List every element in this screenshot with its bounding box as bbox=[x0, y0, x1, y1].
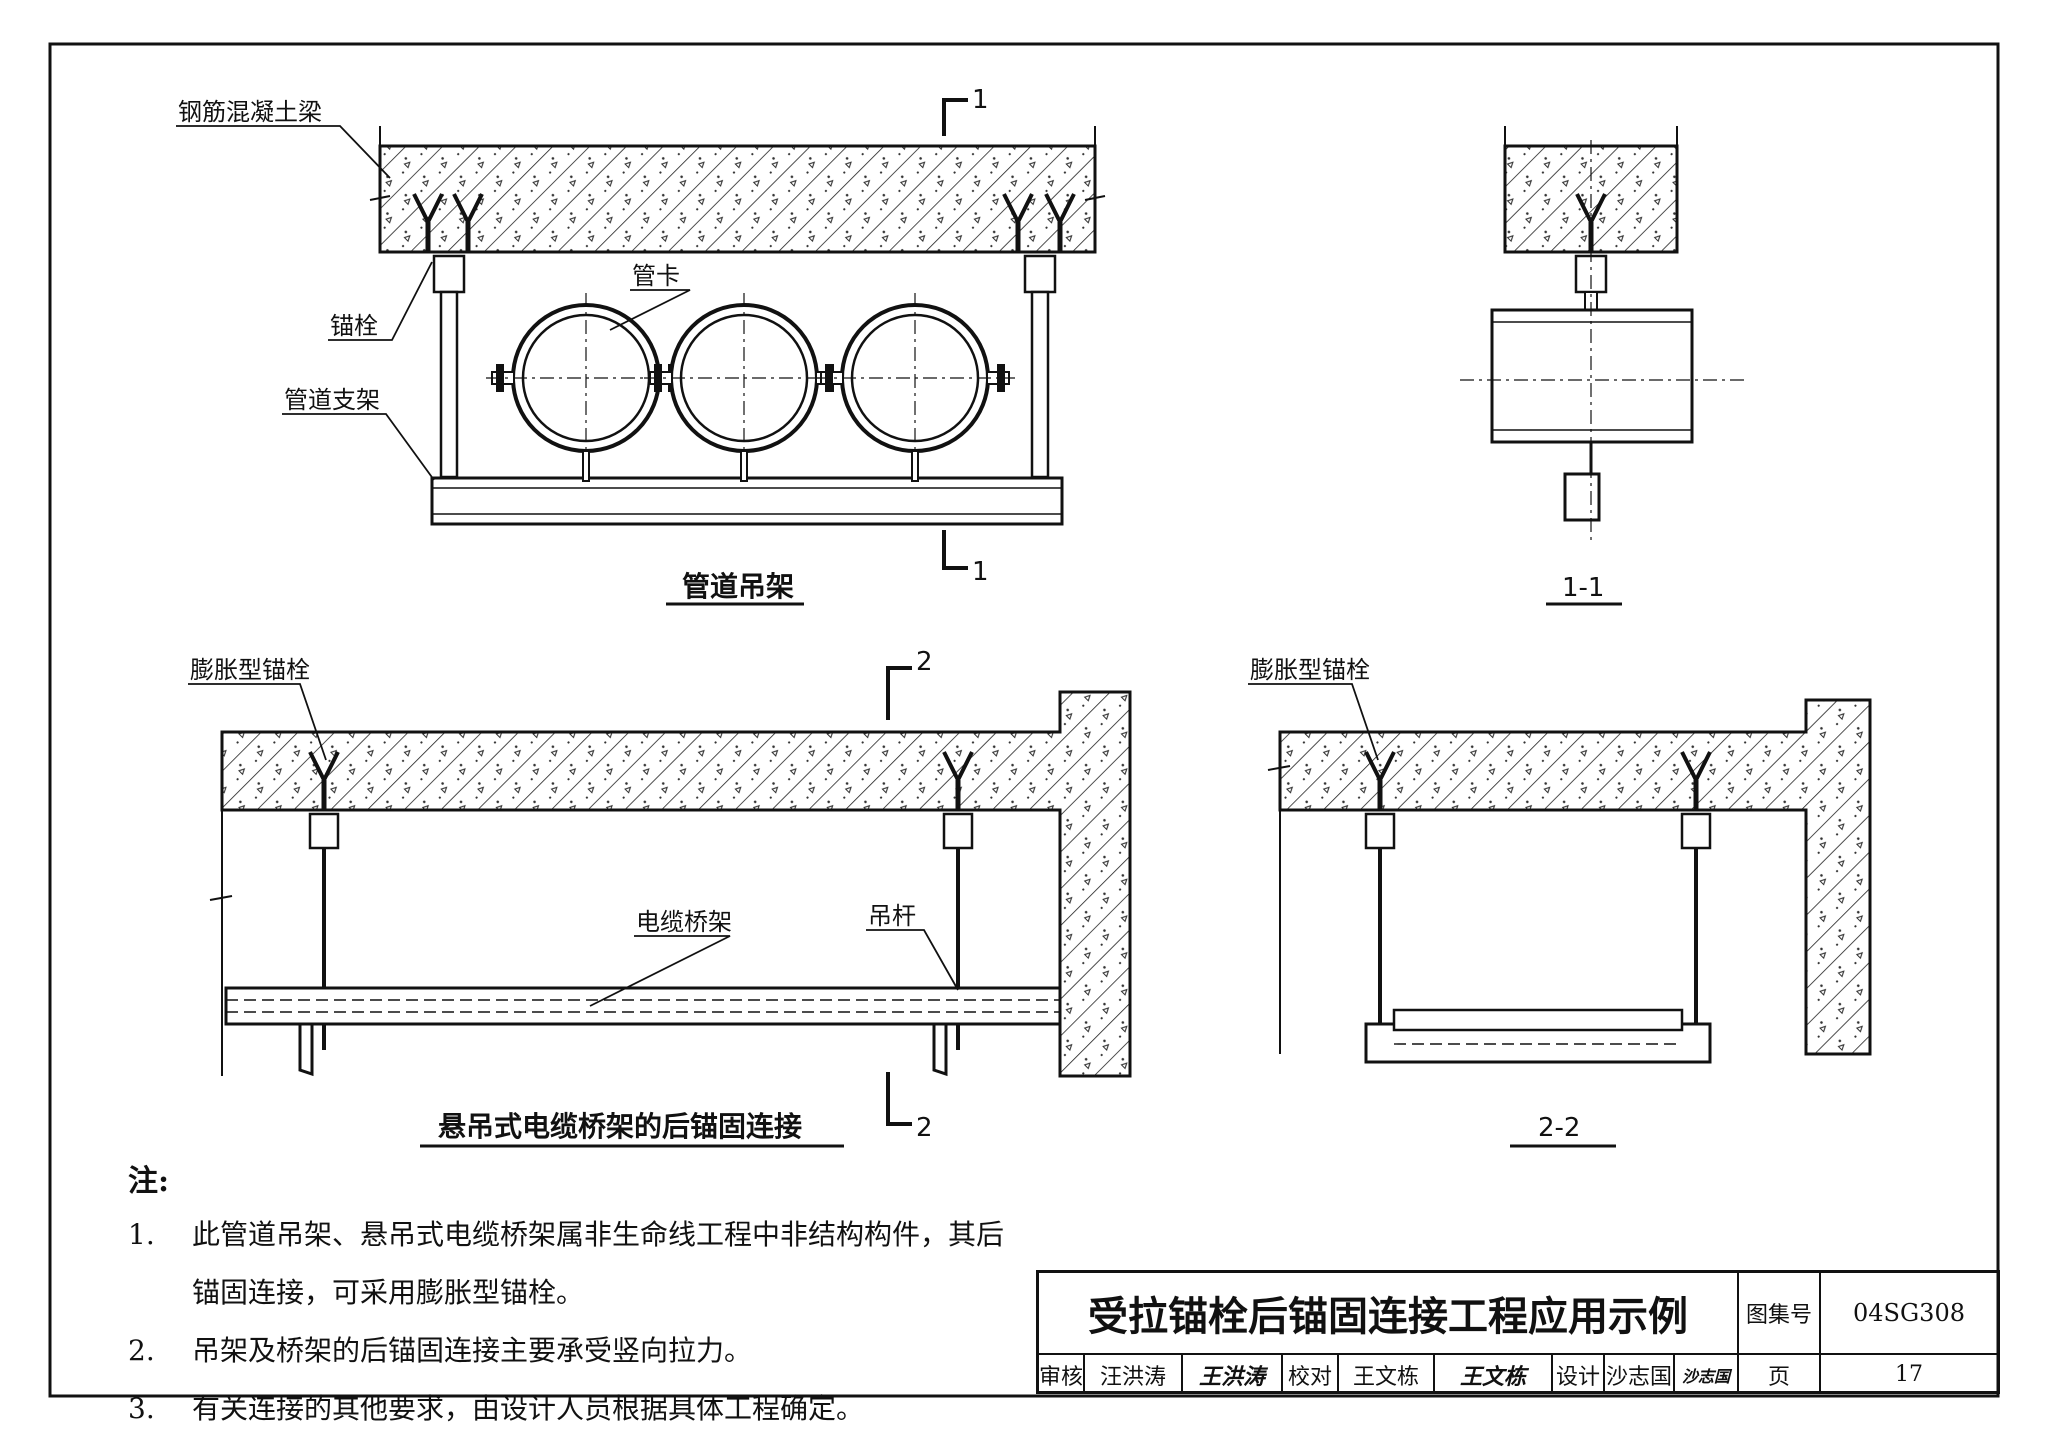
section-2-2: 膨胀型锚栓 2-2 bbox=[1248, 656, 1872, 1148]
design-label: 设计 bbox=[1553, 1353, 1605, 1394]
cable-tray-elevation: 2 2 膨胀型锚栓 电缆桥架 吊杆 悬吊式电缆桥架的后锚固连接 bbox=[188, 647, 1132, 1148]
pipe-hanger-elevation: 1 1 钢筋混凝土梁 锚栓 管道支架 管卡 管道吊架 bbox=[176, 85, 1106, 606]
sheet-frame bbox=[48, 42, 2000, 1398]
label-cable-tray: 电缆桥架 bbox=[636, 908, 732, 936]
section-title-2-2: 2-2 bbox=[1538, 1113, 1580, 1143]
review-name: 汪洪涛 bbox=[1085, 1353, 1183, 1394]
note-text: 有关连接的其他要求，由设计人员根据具体工程确定。 bbox=[192, 1392, 865, 1425]
notes: 注: 1. 此管道吊架、悬吊式电缆桥架属非生命线工程中非结构构件，其后锚固连接，… bbox=[128, 1162, 1028, 1438]
caption-pipe-hanger: 管道吊架 bbox=[682, 570, 794, 603]
check-signature: 王文栋 bbox=[1435, 1353, 1553, 1394]
label-pipe-support: 管道支架 bbox=[284, 386, 380, 414]
label-expansion-anchor-right: 膨胀型锚栓 bbox=[1250, 656, 1370, 684]
page-label: 页 bbox=[1739, 1353, 1821, 1394]
cable-tray bbox=[224, 986, 1062, 1026]
drawing-title: 受拉锚栓后锚固连接工程应用示例 bbox=[1039, 1273, 1739, 1353]
note-text: 吊架及桥架的后锚固连接主要承受竖向拉力。 bbox=[192, 1334, 753, 1367]
label-hanger-rod: 吊杆 bbox=[868, 902, 916, 930]
atlas-number-label: 图集号 bbox=[1739, 1273, 1821, 1353]
check-label: 校对 bbox=[1283, 1353, 1339, 1394]
note-text: 此管道吊架、悬吊式电缆桥架属非生命线工程中非结构构件，其后锚固连接，可采用膨胀型… bbox=[192, 1218, 1005, 1309]
label-expansion-anchor-left: 膨胀型锚栓 bbox=[190, 656, 310, 684]
section-1-1: 1-1 bbox=[1460, 126, 1748, 606]
pipe-clamp-icon bbox=[813, 291, 1017, 483]
review-label: 审核 bbox=[1039, 1353, 1085, 1394]
note-item: 2. 吊架及桥架的后锚固连接主要承受竖向拉力。 bbox=[128, 1322, 1028, 1380]
note-number: 3. bbox=[128, 1392, 155, 1425]
note-number: 1. bbox=[128, 1218, 155, 1251]
note-item: 3. 有关连接的其他要求，由设计人员根据具体工程确定。 bbox=[128, 1380, 1028, 1438]
note-item: 1. 此管道吊架、悬吊式电缆桥架属非生命线工程中非结构构件，其后锚固连接，可采用… bbox=[128, 1206, 1028, 1322]
label-concrete-beam: 钢筋混凝土梁 bbox=[178, 98, 322, 126]
support-post-right bbox=[1030, 290, 1050, 479]
section-mark-2-bottom: 2 bbox=[916, 1113, 933, 1143]
label-pipe-clamp: 管卡 bbox=[632, 262, 680, 290]
title-block: 受拉锚栓后锚固连接工程应用示例 图集号 04SG308 审核 汪洪涛 王洪涛 校… bbox=[1036, 1270, 2000, 1394]
caption-cable-tray: 悬吊式电缆桥架的后锚固连接 bbox=[438, 1110, 802, 1143]
support-channel bbox=[430, 476, 1064, 526]
slab-and-wall bbox=[220, 690, 1132, 1078]
pipe-clamp-icon bbox=[642, 291, 846, 483]
support-post-left bbox=[439, 290, 459, 479]
review-signature: 王洪涛 bbox=[1183, 1353, 1283, 1394]
design-signature: 沙志国 bbox=[1675, 1353, 1739, 1394]
check-name: 王文栋 bbox=[1339, 1353, 1435, 1394]
notes-heading: 注: bbox=[128, 1164, 170, 1199]
section-mark-1-bottom: 1 bbox=[972, 557, 989, 587]
slab-and-wall-section bbox=[1278, 698, 1872, 1056]
atlas-number: 04SG308 bbox=[1853, 1299, 1965, 1327]
label-anchor: 锚栓 bbox=[330, 312, 378, 340]
section-mark-1-top: 1 bbox=[972, 85, 989, 115]
design-name: 沙志国 bbox=[1605, 1353, 1675, 1394]
section-title-1-1: 1-1 bbox=[1562, 573, 1604, 603]
page-number: 17 bbox=[1821, 1353, 1997, 1394]
note-number: 2. bbox=[128, 1334, 155, 1367]
pipe-section bbox=[1490, 308, 1694, 444]
section-mark-2-top: 2 bbox=[916, 647, 933, 677]
concrete-beam bbox=[378, 144, 1097, 254]
